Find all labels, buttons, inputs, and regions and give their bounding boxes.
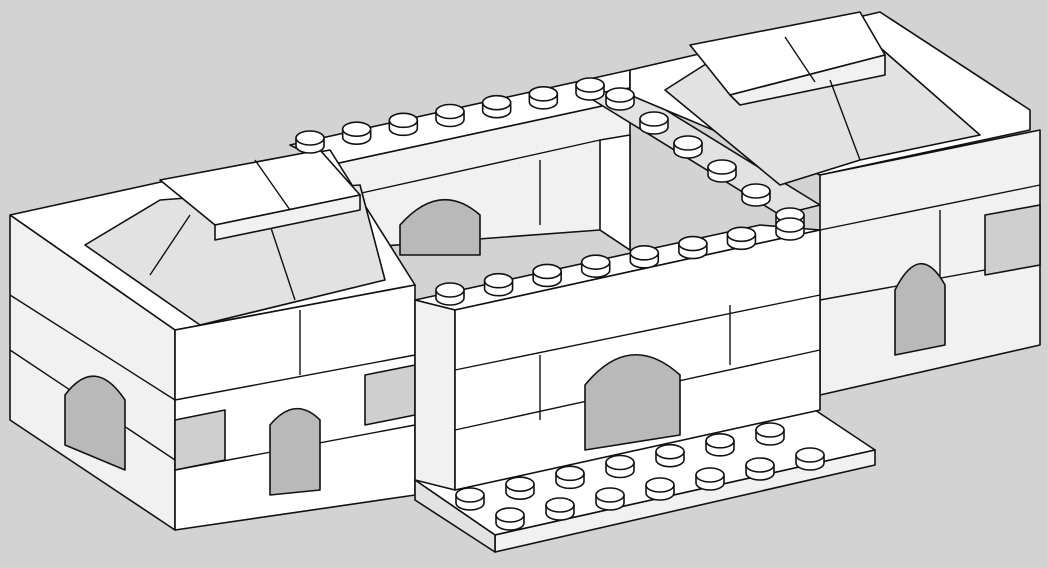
- stud: [605, 454, 635, 479]
- stud: [532, 263, 562, 288]
- stud: [495, 507, 525, 531]
- stud: [435, 282, 465, 306]
- stud: [575, 77, 605, 101]
- stud: [775, 217, 805, 241]
- studs: [295, 77, 825, 531]
- right-building: [629, 11, 1041, 396]
- stud: [435, 103, 465, 128]
- stud: [726, 226, 757, 251]
- stud: [555, 465, 585, 490]
- stud: [695, 467, 725, 491]
- stud: [745, 457, 775, 481]
- stud: [707, 159, 737, 183]
- stud: [705, 433, 735, 457]
- stud: [295, 130, 325, 154]
- center-block: [414, 224, 821, 491]
- stud: [605, 87, 635, 111]
- stud: [595, 487, 625, 511]
- stud: [505, 476, 535, 500]
- stud: [645, 477, 675, 501]
- stud: [545, 497, 575, 521]
- stud: [528, 86, 559, 110]
- stud: [678, 235, 708, 260]
- stud: [481, 94, 512, 119]
- stud: [455, 487, 485, 511]
- stud: [483, 272, 514, 297]
- left-building: [9, 149, 416, 531]
- stud: [639, 111, 669, 135]
- stud: [795, 447, 825, 471]
- stud: [341, 121, 372, 145]
- stud: [629, 245, 660, 269]
- stud: [673, 135, 703, 159]
- stud: [580, 254, 611, 278]
- stud: [755, 422, 785, 446]
- stud: [655, 443, 685, 468]
- stud: [741, 183, 771, 207]
- stud: [388, 112, 419, 137]
